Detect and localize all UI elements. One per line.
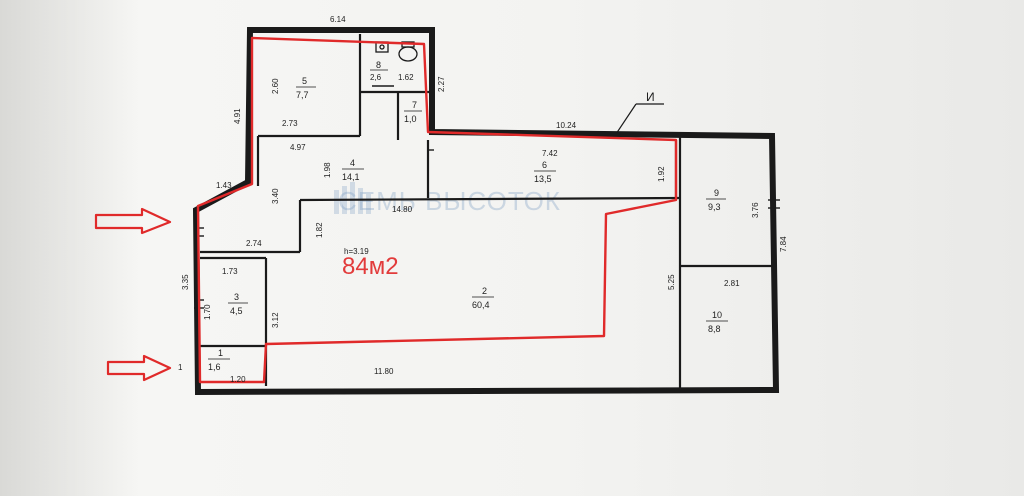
room-number: 5 [302, 76, 307, 86]
room-number: 1 [218, 348, 223, 358]
dim-label: 1 [178, 363, 183, 372]
room-area: 13,5 [534, 174, 552, 184]
room-2: 2 60,4 [472, 286, 494, 310]
watermark-text: СЕМЬ ВЫСОТОК [338, 186, 561, 216]
dim-label: 1.62 [398, 73, 414, 82]
room-number: 3 [234, 292, 239, 302]
room-area: 8,8 [708, 324, 721, 334]
dim-label: 3.40 [271, 188, 280, 204]
room-number: 10 [712, 310, 722, 320]
dim-label: 4.91 [233, 108, 242, 124]
dim-label: 1.43 [216, 181, 232, 190]
outer-walls [192, 27, 780, 396]
room-area: 14,1 [342, 172, 360, 182]
room-9: 9 9,3 [706, 188, 726, 212]
room-number: 4 [350, 158, 355, 168]
room-3: 3 4,5 [228, 292, 248, 316]
dim-label: 1.70 [203, 304, 212, 320]
dim-label: 14.80 [392, 205, 413, 214]
dim-label: 2.60 [271, 78, 280, 94]
dim-label: 1.73 [222, 267, 238, 276]
room-10: 10 8,8 [706, 310, 728, 334]
dim-label: 2.81 [724, 279, 740, 288]
axis-label: И [646, 90, 655, 104]
room-5: 5 7,7 [296, 76, 316, 100]
axis-marker: И [615, 90, 664, 135]
dim-label: 7.42 [542, 149, 558, 158]
dim-label: 2.73 [282, 119, 298, 128]
dim-label: 1.98 [323, 162, 332, 178]
room-area: 7,7 [296, 90, 309, 100]
entry-arrow-lower [106, 354, 172, 382]
dim-label: 1.20 [230, 375, 246, 384]
dim-label: 4.97 [290, 143, 306, 152]
room-6: 6 13,5 [534, 160, 556, 184]
dim-label: 2,6 [370, 73, 382, 82]
dim-label: 3.76 [751, 202, 760, 218]
premises-outline [196, 36, 678, 384]
ceiling-height-label: h=3.19 [344, 247, 369, 256]
room-area: 9,3 [708, 202, 721, 212]
room-1: 1 1,6 [208, 348, 230, 372]
dim-label: 10.24 [556, 121, 577, 130]
room-area: 4,5 [230, 306, 243, 316]
dim-label: 5.25 [667, 274, 676, 290]
room-8: 8 [370, 60, 388, 71]
room-area: 1,6 [208, 362, 221, 372]
room-4: 4 14,1 [342, 158, 364, 182]
dim-label: 2.74 [246, 239, 262, 248]
dim-label: 2.27 [437, 76, 446, 92]
dim-label: 1.92 [657, 166, 666, 182]
dim-label: 3.35 [181, 274, 190, 290]
room-area: 60,4 [472, 300, 490, 310]
entry-arrow-upper [94, 207, 172, 235]
dim-label: 1.82 [315, 222, 324, 238]
room-number: 6 [542, 160, 547, 170]
room-area: 1,0 [404, 114, 417, 124]
dim-top-width: 6.14 [330, 15, 346, 24]
room-number: 8 [376, 60, 381, 70]
dim-label: 7.84 [779, 236, 788, 252]
dim-label: 11.80 [374, 367, 394, 376]
room-number: 2 [482, 286, 487, 296]
room-number: 7 [412, 100, 417, 110]
room-7: 7 1,0 [404, 100, 422, 124]
room-number: 9 [714, 188, 719, 198]
total-area-label: 84м2 [342, 253, 399, 280]
dim-label: 3.12 [271, 312, 280, 328]
